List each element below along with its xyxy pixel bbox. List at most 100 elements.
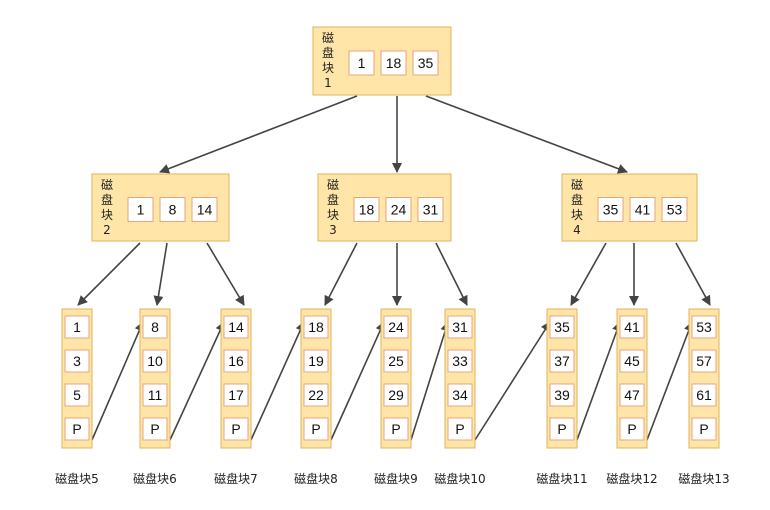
leaf-caption: 磁盘块11: [536, 471, 587, 486]
key-cell: [142, 383, 168, 407]
pointer-label: P: [391, 421, 400, 437]
block-label-char: 块: [101, 208, 113, 222]
edge-leaf10-next: [474, 321, 551, 441]
edge-node2-to-leaf7: [206, 242, 245, 306]
key-value: 11: [148, 387, 163, 403]
key-cell: [661, 197, 688, 222]
key-value: 24: [391, 202, 407, 218]
edge-node2-to-leaf6: [153, 242, 168, 306]
edge-leaf12-next: [646, 321, 694, 441]
key-cell: [142, 349, 168, 373]
key-value: 1: [137, 202, 145, 218]
key-value: 22: [308, 387, 324, 403]
pointer-cell: [223, 417, 249, 441]
pointer-label: P: [627, 421, 636, 437]
key-cell: [191, 197, 218, 222]
edge-root-to-node4: [425, 95, 628, 174]
key-value: 14: [228, 319, 244, 335]
key-cell: [383, 383, 409, 407]
key-value: 35: [554, 319, 570, 335]
key-cell: [597, 197, 624, 222]
block-label-char: 2: [103, 223, 111, 237]
leaf-caption: 磁盘块6: [133, 471, 177, 486]
pointer-label: P: [72, 421, 81, 437]
key-value: 1: [358, 55, 366, 71]
key-cell: [385, 197, 412, 222]
key-value: 31: [452, 319, 468, 335]
key-cell: [64, 315, 90, 339]
block-label-char: 1: [324, 76, 332, 90]
key-value: 31: [423, 202, 439, 218]
pointer-label: P: [311, 421, 320, 437]
pointer-label: P: [699, 421, 708, 437]
key-value: 39: [554, 387, 570, 403]
key-cell: [447, 383, 473, 407]
block-label-char: 4: [573, 223, 581, 237]
key-value: 25: [388, 353, 404, 369]
key-cell: [380, 50, 407, 76]
leaf-caption: 磁盘块8: [294, 471, 338, 486]
key-cell: [223, 349, 249, 373]
pointer-label: P: [231, 421, 240, 437]
edge-node3-to-leaf10: [435, 242, 468, 306]
key-cell: [619, 349, 645, 373]
key-value: 18: [359, 202, 375, 218]
block-label-char: 3: [329, 223, 337, 237]
pointer-cell: [142, 417, 168, 441]
key-value: 1: [73, 319, 81, 335]
key-value: 8: [169, 202, 177, 218]
key-value: 16: [228, 353, 244, 369]
pointer-label: P: [455, 421, 464, 437]
key-cell: [619, 383, 645, 407]
block-label-char: 磁: [571, 177, 583, 192]
pointer-cell: [303, 417, 329, 441]
block-label-char: 盘: [571, 192, 583, 207]
leaf-node-13: 53 57 61P 磁盘块13: [678, 308, 730, 486]
key-cell: [629, 197, 656, 222]
leaf-caption: 磁盘块13: [678, 471, 729, 486]
key-value: 24: [388, 319, 404, 335]
key-value: 61: [696, 387, 712, 403]
edge-node2-to-leaf5: [77, 242, 141, 306]
pointer-cell: [691, 417, 717, 441]
key-value: 35: [603, 202, 619, 218]
pointer-cell: [447, 417, 473, 441]
key-value: 45: [624, 353, 640, 369]
leaf-caption: 磁盘块5: [55, 471, 99, 486]
key-cell: [417, 197, 444, 222]
edge-leaf5-next: [91, 321, 145, 441]
key-cell: [223, 315, 249, 339]
pointer-label: P: [150, 421, 159, 437]
edge-leaf7-next: [250, 321, 305, 441]
key-cell: [353, 197, 380, 222]
block-label-char: 磁: [101, 177, 113, 192]
key-cell: [64, 349, 90, 373]
edge-leaf8-next: [330, 321, 385, 441]
key-cell: [383, 315, 409, 339]
key-value: 37: [554, 353, 570, 369]
edge-leaf9-next: [410, 321, 451, 441]
key-value: 57: [696, 353, 712, 369]
key-cell: [447, 349, 473, 373]
key-cell: [691, 349, 717, 373]
pointer-cell: [64, 417, 90, 441]
key-cell: [303, 349, 329, 373]
key-cell: [127, 197, 154, 222]
key-value: 53: [696, 319, 712, 335]
pointer-cell: [549, 417, 575, 441]
key-value: 41: [624, 319, 640, 335]
key-cell: [383, 349, 409, 373]
key-cell: [691, 383, 717, 407]
key-value: 33: [452, 353, 468, 369]
key-value: 29: [388, 387, 404, 403]
key-cell: [159, 197, 186, 222]
